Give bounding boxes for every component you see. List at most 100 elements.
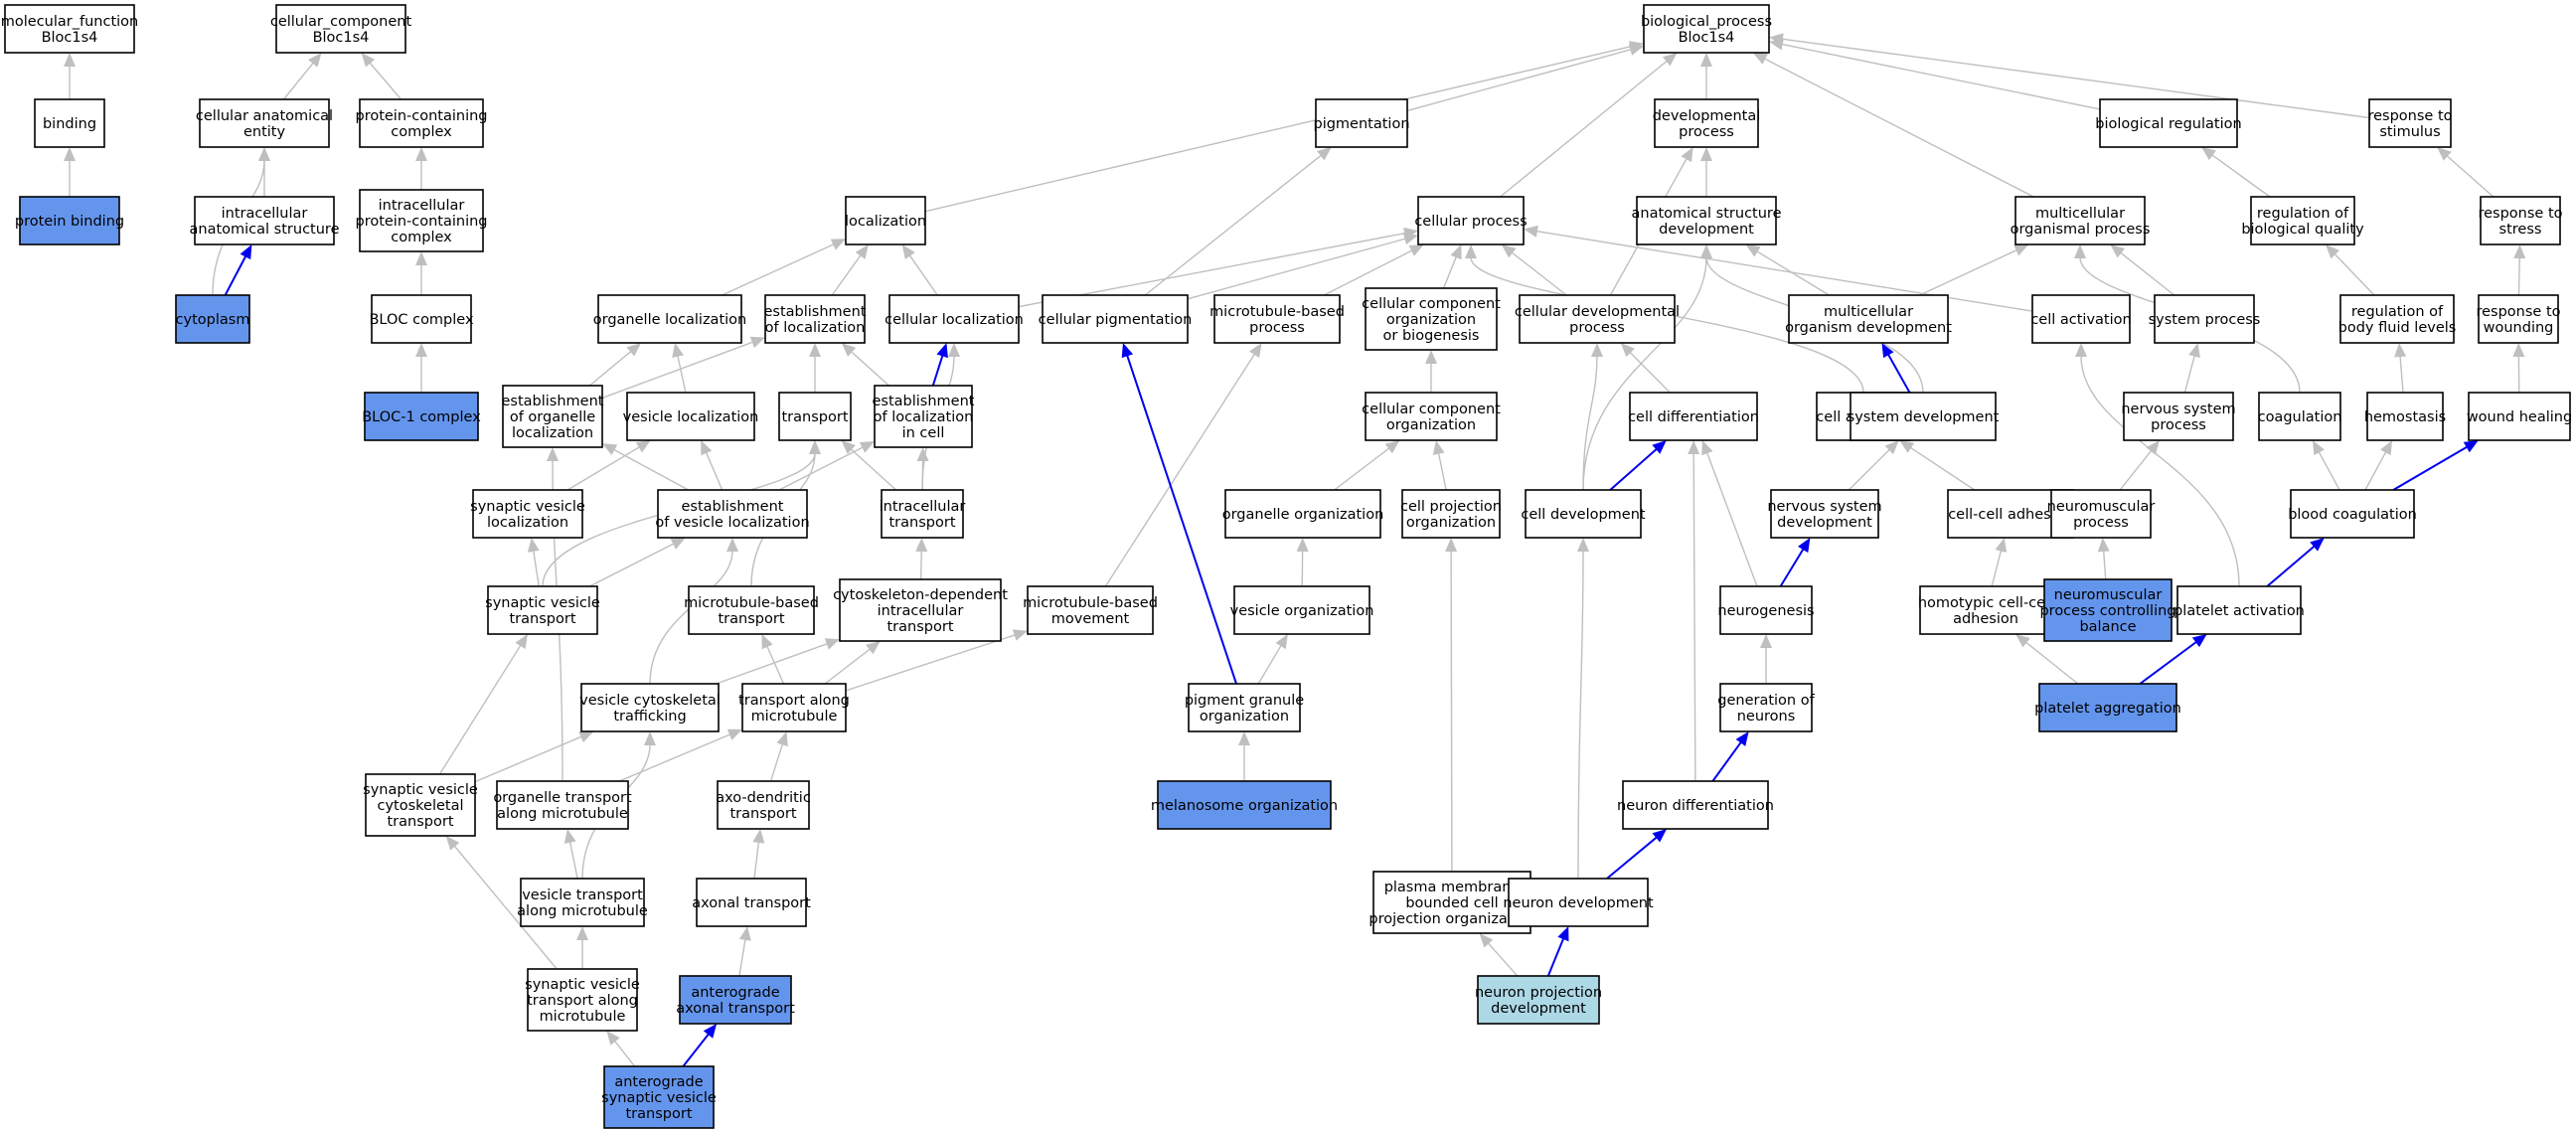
go-term-node-neurogenesis[interactable]: neurogenesis <box>1717 585 1815 635</box>
go-term-node-coagulation[interactable]: coagulation <box>2258 392 2342 441</box>
edge-multicell_org_process-to-bp_root <box>1764 58 2034 198</box>
go-term-node-binding[interactable]: binding <box>34 98 105 148</box>
go-term-node-neuron-development[interactable]: neuron development <box>1503 878 1654 927</box>
edge-cellular_localization-to-localization <box>908 254 938 296</box>
go-term-node-blood-coagulation[interactable]: blood coagulation <box>2288 489 2417 539</box>
go-term-node-axonal-transport[interactable]: axonal transport <box>692 878 811 927</box>
node-label: neurogenesis <box>1717 603 1814 619</box>
edge-organelle_organization-to-cell_comp_org <box>1334 447 1390 491</box>
arrowhead-response_to_stimulus-to-bp_root <box>1769 33 1784 46</box>
node-box <box>1636 196 1777 245</box>
go-term-node-localization[interactable]: localization <box>845 196 926 245</box>
go-term-node-system-development[interactable]: system development <box>1848 392 2000 441</box>
go-term-node-system-process[interactable]: system process <box>2149 294 2261 344</box>
go-term-node-cellular-localization[interactable]: cellular localization <box>885 294 1024 344</box>
arrowhead-neuron_differentiation-to-cell_differentiation <box>1688 440 1700 455</box>
arrowhead-est_localization_in_cell-to-cellular_localization <box>936 343 948 359</box>
go-term-node-biological-regulation[interactable]: biological regulation <box>2095 98 2242 148</box>
arrowhead-system_development-to-multicell_org_dev <box>1881 343 1894 359</box>
go-term-node-platelet-aggregation[interactable]: platelet aggregation <box>2034 683 2181 732</box>
go-term-node-organelle-organization[interactable]: organelle organization <box>1222 489 1384 539</box>
node-box <box>2258 392 2341 441</box>
go-term-node-cellular-process[interactable]: cellular process <box>1414 196 1528 245</box>
go-term-node-cell-development[interactable]: cell development <box>1521 489 1646 539</box>
go-term-node-pigmentation[interactable]: pigmentation <box>1313 98 1410 148</box>
go-term-node-cell-differentiation[interactable]: cell differentiation <box>1628 392 1759 441</box>
go-term-node-hemostasis[interactable]: hemostasis <box>2364 392 2446 441</box>
edge-transport_along_microtubule-to-cytoskeleton_dep_transport <box>824 648 871 685</box>
go-term-node-platelet-activation[interactable]: platelet activation <box>2174 585 2305 635</box>
go-term-node-vesicle-organization[interactable]: vesicle organization <box>1230 585 1374 635</box>
go-term-node-bloc1-complex[interactable]: BLOC-1 complex <box>362 392 481 441</box>
go-term-node-vesicle-localization[interactable]: vesicle localization <box>623 392 759 441</box>
arrowhead-cell_projection_org-to-cell_comp_org <box>1432 440 1445 455</box>
arrowhead-transport_along_microtubule-to-cytoskeleton_dep_transport <box>866 641 881 655</box>
go-term-node-melanosome-organization[interactable]: melanosome organization <box>1151 780 1338 830</box>
go-term-node-protein-binding[interactable]: protein binding <box>15 196 124 245</box>
go-term-node-neuron-differentiation[interactable]: neuron differentiation <box>1617 780 1774 830</box>
go-term-node-cytoplasm[interactable]: cytoplasm <box>175 294 250 344</box>
arrowhead-cytoplasm-to-cell_anat_entity <box>258 147 270 161</box>
arrowhead-blood_coagulation-to-coagulation <box>2312 440 2325 456</box>
go-term-node-transport[interactable]: transport <box>778 392 852 441</box>
go-term-node-bloc-complex[interactable]: BLOC complex <box>369 294 474 344</box>
node-box <box>657 489 808 539</box>
go-term-node-wound-healing[interactable]: wound healing <box>2467 392 2572 441</box>
go-term-node-cell-activation[interactable]: cell activation <box>2030 294 2132 344</box>
go-term-node-organelle-localization[interactable]: organelle localization <box>593 294 746 344</box>
edge-platelet_aggregation-to-platelet_activation <box>2139 640 2197 685</box>
arrowhead-neurogenesis-to-nervous_system_dev <box>1798 538 1811 554</box>
go-term-node-cellular-pigmentation[interactable]: cellular pigmentation <box>1039 294 1193 344</box>
